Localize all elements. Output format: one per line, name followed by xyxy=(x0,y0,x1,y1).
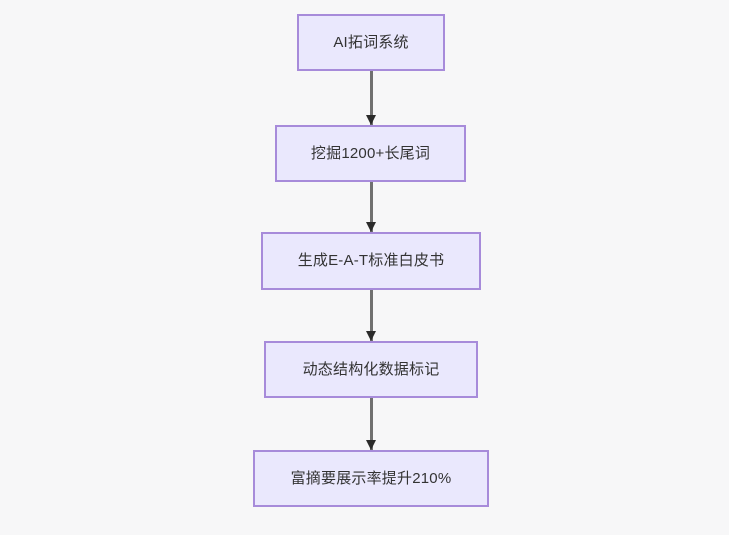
flow-node-eat-whitepaper[interactable]: 生成E-A-T标准白皮书 xyxy=(261,232,481,290)
connector-line xyxy=(369,398,373,450)
flow-node-ai-keyword-system[interactable]: AI拓词系统 xyxy=(297,14,445,71)
flow-node-longtail-mining[interactable]: 挖掘1200+长尾词 xyxy=(275,125,466,182)
arrowhead-icon xyxy=(366,115,376,125)
arrowhead-icon xyxy=(366,222,376,232)
arrowhead-icon xyxy=(366,331,376,341)
connector-line xyxy=(369,290,373,341)
arrowhead-icon xyxy=(366,440,376,450)
connector-line xyxy=(369,71,373,125)
flow-node-rich-snippet-result[interactable]: 富摘要展示率提升210% xyxy=(253,450,489,507)
connector-line xyxy=(369,182,373,232)
flow-node-structured-data-markup[interactable]: 动态结构化数据标记 xyxy=(264,341,478,398)
